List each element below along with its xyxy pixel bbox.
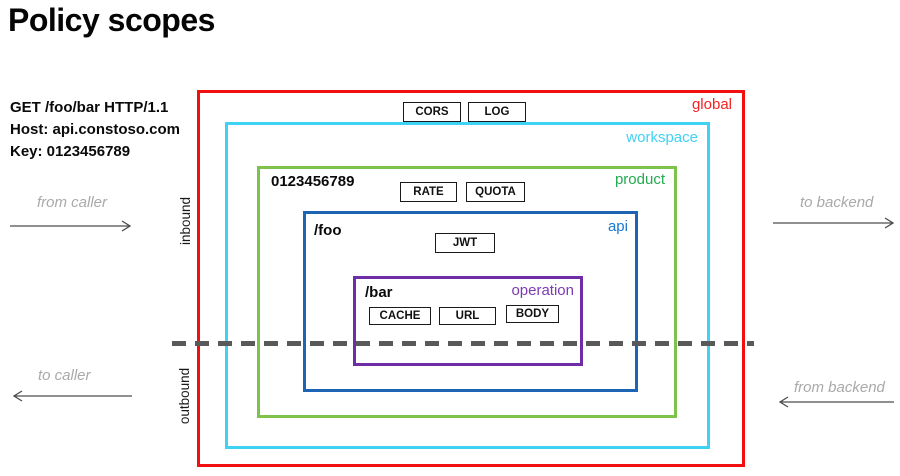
- outbound-label: outbound: [177, 367, 192, 425]
- to-caller-label: to caller: [38, 367, 91, 384]
- policy-chip-cache: CACHE: [369, 307, 431, 325]
- to-backend-arrow: [773, 217, 895, 229]
- policy-chip-cors: CORS: [403, 102, 461, 122]
- request-line-host: Host: api.constoso.com: [10, 121, 181, 138]
- scope-label-operation: operation: [511, 282, 574, 299]
- request-line-key: Key: 0123456789: [10, 143, 131, 160]
- request-line-method: GET /foo/bar HTTP/1.1: [10, 99, 169, 116]
- scope-api: api /foo JWT operation /bar CACHE URL BO…: [303, 211, 638, 392]
- policy-chip-log: LOG: [468, 102, 526, 122]
- inbound-label: inbound: [178, 196, 193, 246]
- from-caller-arrow: [10, 220, 132, 232]
- from-backend-label: from backend: [794, 379, 885, 396]
- policy-chip-jwt: JWT: [435, 233, 495, 253]
- pipeline-divider-dashed-line: [172, 341, 754, 346]
- operation-path-label: /bar: [365, 284, 393, 301]
- scope-label-global: global: [691, 96, 732, 113]
- from-backend-arrow: [778, 396, 894, 408]
- api-path-label: /foo: [314, 222, 342, 239]
- scope-workspace: workspace product 0123456789 RATE QUOTA …: [225, 122, 710, 449]
- http-request-sample: GET /foo/bar HTTP/1.1 Host: api.constoso…: [10, 97, 180, 163]
- scope-label-workspace: workspace: [626, 129, 698, 146]
- product-key-label: 0123456789: [271, 173, 355, 190]
- to-caller-arrow: [12, 390, 132, 402]
- scope-label-product: product: [614, 171, 665, 188]
- scope-operation: operation /bar CACHE URL BODY: [353, 276, 583, 366]
- policy-chip-quota: QUOTA: [466, 182, 525, 202]
- policy-chip-rate: RATE: [400, 182, 457, 202]
- policy-chip-body: BODY: [506, 305, 559, 323]
- page-title: Policy scopes: [8, 2, 215, 38]
- scope-product: product 0123456789 RATE QUOTA api /foo J…: [257, 166, 677, 418]
- to-backend-label: to backend: [800, 194, 874, 211]
- scope-global: global CORS LOG workspace product 012345…: [197, 90, 745, 467]
- policy-chip-url: URL: [439, 307, 496, 325]
- scope-label-api: api: [607, 218, 628, 235]
- from-caller-label: from caller: [37, 194, 108, 211]
